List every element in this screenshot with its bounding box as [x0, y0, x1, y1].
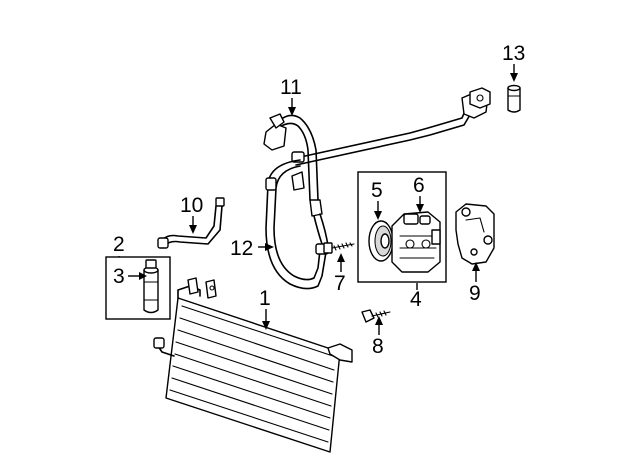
callout-12: 12 [230, 237, 253, 260]
part-8-bolt[interactable] [361, 309, 391, 323]
callout-7: 7 [334, 272, 346, 295]
callout-3: 3 [113, 265, 125, 288]
leader-11 [288, 98, 296, 116]
callout-4: 4 [410, 288, 422, 311]
part-11-discharge-hose-assembly[interactable] [263, 87, 491, 247]
callout-6: 6 [413, 174, 425, 197]
part-5-clutch-pulley[interactable] [368, 220, 394, 262]
leader-10 [189, 216, 197, 234]
compressor-group-box [357, 171, 447, 283]
callout-13: 13 [502, 42, 525, 65]
leader-7 [337, 253, 345, 272]
leader-1 [262, 309, 270, 330]
callout-2: 2 [113, 233, 125, 256]
part-10-liquid-line[interactable] [157, 197, 225, 249]
drier-group-box [105, 256, 171, 320]
callout-1: 1 [259, 287, 271, 310]
part-1-condenser[interactable] [153, 277, 353, 453]
callout-10: 10 [180, 194, 203, 217]
leader-5 [374, 201, 382, 220]
leader-9 [472, 262, 480, 282]
part-3-receiver-drier[interactable] [143, 259, 159, 314]
callout-9: 9 [469, 282, 481, 305]
leader-8 [375, 316, 383, 335]
callout-11: 11 [280, 76, 302, 99]
callout-5: 5 [371, 179, 383, 202]
part-9-mounting-bracket[interactable] [455, 203, 495, 265]
leader-13 [510, 64, 518, 82]
part-6-compressor[interactable] [391, 211, 441, 273]
leader-12 [258, 243, 274, 251]
part-7-bolt[interactable] [323, 242, 355, 254]
part-13-drier-cap[interactable] [507, 84, 521, 113]
callout-8: 8 [372, 335, 384, 358]
leader-3 [128, 272, 147, 280]
leader-6 [416, 196, 424, 213]
